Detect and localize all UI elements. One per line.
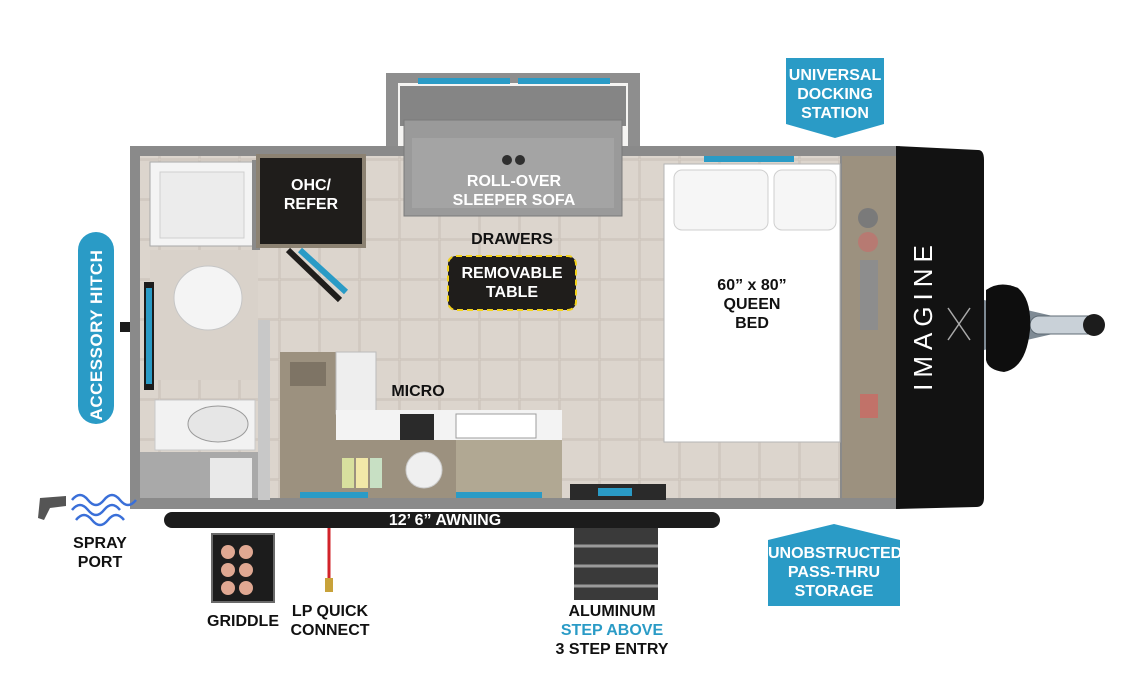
accessory-hitch-pill [78, 232, 114, 424]
spray-hose [71, 493, 137, 527]
entry-label: ALUMINUM STEP ABOVE 3 STEP ENTRY [544, 602, 680, 659]
awning-label: 12’ 6” AWNING [388, 512, 502, 529]
griddle-burner-6 [239, 581, 253, 595]
spray-port-label: SPRAY PORT [58, 534, 142, 572]
docking-pointer [786, 58, 884, 138]
ohc-refer-box [256, 154, 366, 248]
micro-label: MICRO [391, 383, 445, 400]
storage-callout: UNOBSTRUCTED PASS-THRU STORAGE [768, 544, 903, 601]
lp-line-2: CONNECT [290, 622, 370, 639]
storage-line-3: STORAGE [794, 583, 874, 600]
hitch-receiver [120, 322, 130, 332]
docking-line-3: STATION [801, 105, 869, 122]
galley-sink [455, 413, 537, 439]
sofa-cupholder-1 [502, 155, 512, 165]
galley-base-right [456, 440, 562, 498]
front-cap [896, 146, 984, 509]
bed-line-3: BED [735, 315, 769, 332]
storage-line-1: UNOBSTRUCTED [768, 545, 903, 562]
bed-window [704, 156, 794, 162]
ohc-door-swing-accent [297, 247, 349, 295]
slideout-window-right [518, 78, 610, 84]
bed-label: 60” x 80” QUEEN BED [680, 276, 824, 333]
griddle-burner-4 [239, 563, 253, 577]
bath-cabinet [210, 458, 252, 498]
stove [400, 414, 434, 440]
bed-line-2: QUEEN [723, 296, 781, 313]
brand-logo: IMAGINE [907, 239, 938, 391]
storage-item-3 [860, 260, 878, 330]
awning-bar [164, 512, 720, 528]
griddle-burner-5 [221, 581, 235, 595]
swatch-1 [342, 458, 354, 488]
sofa-cushion [412, 138, 614, 208]
entry-steps [574, 528, 658, 600]
spray-port-line-1: SPRAY [73, 535, 127, 552]
sofa-back [400, 86, 626, 126]
galley-divider [258, 320, 270, 500]
swatch-3 [370, 458, 382, 488]
lp-label: LP QUICK CONNECT [282, 602, 378, 640]
sofa-label: ROLL-OVER SLEEPER SOFA [420, 172, 608, 210]
griddle-burner-3 [221, 563, 235, 577]
propane-cover [986, 284, 1031, 372]
entry-line-1: ALUMINUM [568, 603, 656, 620]
microwave [335, 351, 377, 415]
bed-pillow-right [773, 169, 837, 231]
slideout-window-left [418, 78, 510, 84]
drawers-label: DRAWERS [471, 231, 553, 248]
bath-shower-inner [159, 171, 245, 239]
ohc-refer-label: OHC/ REFER [260, 176, 362, 214]
storage-item-1 [858, 208, 878, 228]
pantry-shelf [290, 362, 326, 386]
storage-pointer [768, 524, 900, 606]
griddle-burner-1 [221, 545, 235, 559]
front-cap-logo-mark-2 [947, 307, 971, 341]
lp-line-1: LP QUICK [291, 603, 369, 620]
table-line-1: REMOVABLE [461, 265, 563, 282]
spray-nozzle [38, 496, 66, 520]
lp-fitting [325, 578, 333, 592]
griddle-burner-2 [239, 545, 253, 559]
ohc-door-swing [285, 247, 343, 303]
sofa-line-2: SLEEPER SOFA [452, 192, 576, 209]
docking-line-1: UNIVERSAL [788, 67, 882, 84]
spray-port-line-2: PORT [77, 554, 123, 571]
bath-sink [187, 405, 249, 443]
storage-item-4 [860, 394, 878, 418]
entry-door-glass [598, 488, 632, 496]
bath-window-glass [146, 288, 152, 384]
docking-line-2: DOCKING [797, 86, 873, 103]
entry-line-2: STEP ABOVE [560, 622, 664, 639]
ohc-refer-line-1: OHC/ [291, 177, 331, 194]
sofa-line-1: ROLL-OVER [466, 173, 562, 190]
table-line-2: TABLE [485, 284, 539, 301]
galley-window-1 [300, 492, 368, 498]
bed-line-1: 60” x 80” [717, 277, 787, 294]
accessory-hitch-label: ACCESSORY HITCH [87, 249, 106, 421]
removable-table [447, 255, 577, 311]
toilet [173, 265, 243, 331]
hitch-coupler [1083, 314, 1105, 336]
bed-pillow-left [673, 169, 769, 231]
docking-callout: UNIVERSAL DOCKING STATION [786, 66, 884, 123]
storage-item-2 [858, 232, 878, 252]
galley-plate [405, 451, 443, 489]
swatch-2 [356, 458, 368, 488]
removable-table-label: REMOVABLE TABLE [448, 264, 576, 302]
storage-line-2: PASS-THRU [787, 564, 881, 581]
ohc-refer-line-2: REFER [283, 196, 339, 213]
griddle-label: GRIDDLE [207, 613, 279, 630]
entry-line-3: 3 STEP ENTRY [555, 641, 669, 658]
sofa-cupholder-2 [515, 155, 525, 165]
galley-window-2 [456, 492, 542, 498]
